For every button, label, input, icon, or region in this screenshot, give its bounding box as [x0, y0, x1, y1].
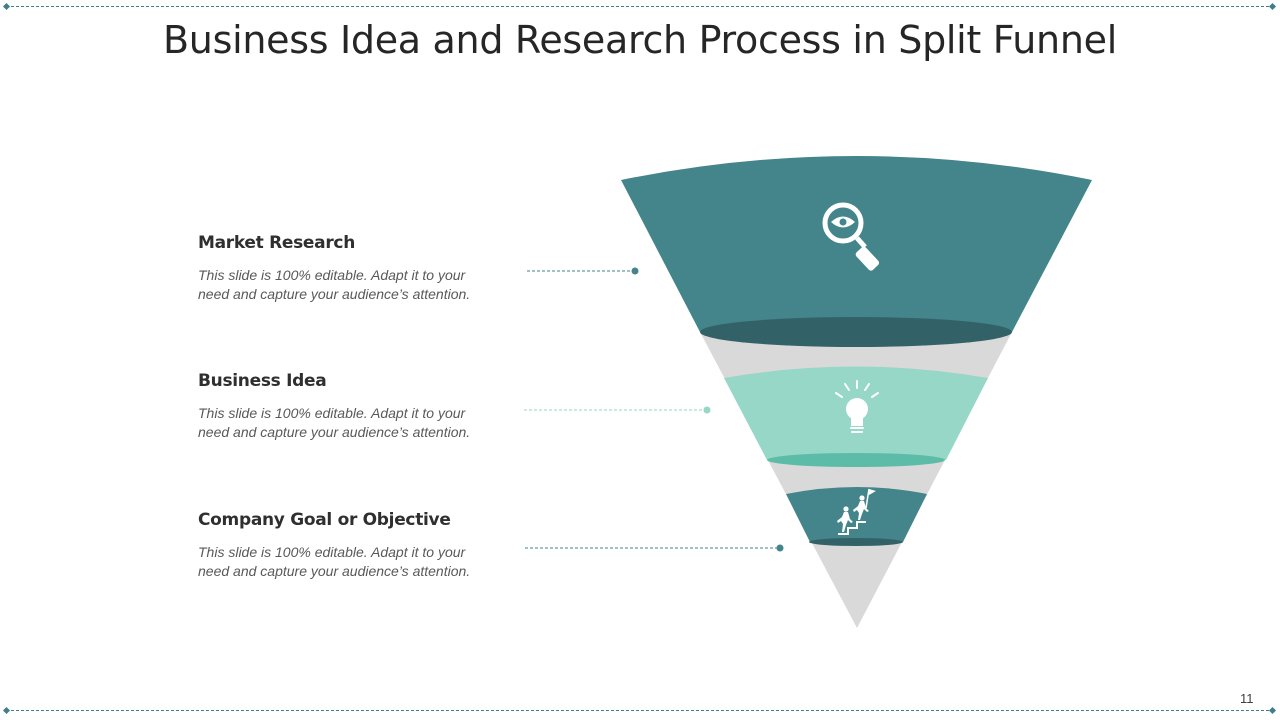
description-line: This slide is 100% editable. Adapt it to…	[198, 267, 466, 283]
page-number: 11	[1240, 691, 1254, 706]
people-climbing-stairs-flag-icon	[837, 488, 876, 535]
item-title-market-research: Market Research	[198, 233, 356, 253]
description-line: need and capture your audience’s attenti…	[198, 563, 471, 579]
connector-market-research	[527, 267, 639, 275]
funnel-segment-company-goal	[786, 487, 927, 542]
item-description-market-research: This slide is 100% editable. Adapt it to…	[198, 266, 498, 304]
description-line: need and capture your audience’s attenti…	[198, 424, 471, 440]
lightbulb-icon	[835, 380, 879, 433]
funnel-segment-shadow	[809, 538, 903, 546]
funnel-segment-shadow	[767, 453, 945, 467]
description-line: This slide is 100% editable. Adapt it to…	[198, 544, 466, 560]
connector-company-goal	[525, 544, 784, 552]
connector-business-idea	[524, 406, 711, 414]
top-dashed-border	[6, 6, 1274, 7]
funnel-segment-market-research	[621, 156, 1092, 332]
item-title-company-goal: Company Goal or Objective	[198, 510, 451, 530]
slide-title: Business Idea and Research Process in Sp…	[163, 18, 1117, 62]
item-description-business-idea: This slide is 100% editable. Adapt it to…	[198, 404, 498, 442]
magnifier-eye-icon	[822, 202, 880, 271]
item-title-business-idea: Business Idea	[198, 371, 327, 391]
item-description-company-goal: This slide is 100% editable. Adapt it to…	[198, 543, 498, 581]
funnel-segment-shadow	[700, 317, 1012, 347]
bottom-dashed-border	[6, 710, 1274, 711]
description-line: need and capture your audience’s attenti…	[198, 286, 471, 302]
description-line: This slide is 100% editable. Adapt it to…	[198, 405, 466, 421]
